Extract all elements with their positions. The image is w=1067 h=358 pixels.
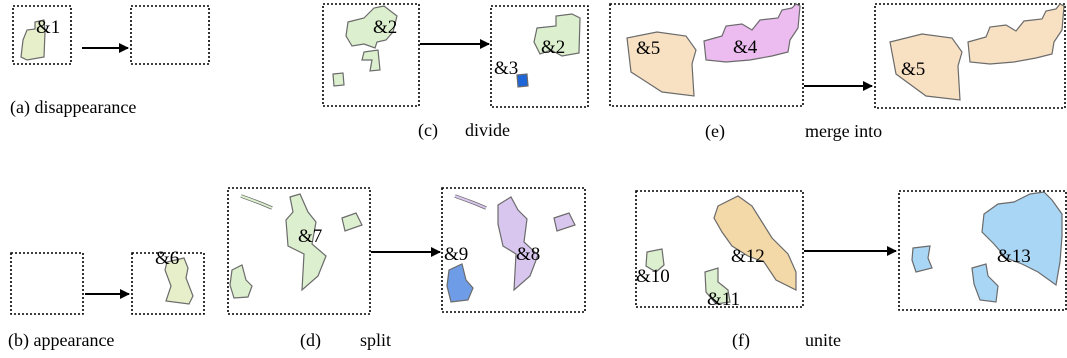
panel-caption-word: merge into — [805, 121, 882, 141]
region-2-large-shape — [345, 5, 398, 49]
region-5-merged-shape — [889, 33, 963, 101]
region-8-shape — [497, 196, 539, 292]
panel-caption-id: (c) — [418, 120, 438, 141]
region-13-main-shape — [981, 191, 1063, 287]
region-label: &2 — [541, 37, 565, 58]
panel-c-divide: &2 &2 &3 (c) divide — [322, 3, 589, 141]
panel-b-appearance: &6 (b) appearance — [8, 248, 205, 351]
region-label: &6 — [155, 248, 179, 269]
region-8-small-shape — [553, 212, 576, 232]
region-label: &2 — [373, 17, 397, 38]
region-10-shape — [645, 248, 665, 273]
region-1-shape — [20, 19, 46, 61]
region-label: &12 — [731, 246, 765, 267]
region-label: &7 — [298, 226, 322, 247]
panel-caption-word: unite — [805, 330, 841, 350]
region-label: &5 — [901, 59, 925, 80]
region-9-shape — [446, 263, 474, 303]
panel-caption-word: split — [360, 330, 391, 350]
region-4-merged-shape — [967, 3, 1065, 65]
panel-caption-word: divide — [465, 120, 510, 140]
region-13-left-shape — [911, 245, 933, 273]
region-label: &4 — [733, 37, 758, 58]
region-7-main-shape — [285, 193, 327, 292]
region-5-shape — [626, 31, 697, 97]
panel-caption: (b) appearance — [8, 330, 114, 351]
before-box-empty — [10, 252, 84, 315]
region-6-shape — [164, 257, 194, 305]
region-8-strip-fill — [454, 195, 487, 209]
region-2-remaining-shape — [533, 13, 581, 57]
region-3-shape — [516, 73, 529, 88]
panel-d-split: &7 &9 &8 (d) split — [227, 187, 586, 351]
panel-e-merge-into: &5 &4 &5 (e) merge into — [609, 3, 1066, 142]
region-label: &1 — [36, 17, 60, 38]
panel-caption: (a) disappearance — [10, 97, 136, 118]
region-label: &13 — [997, 246, 1031, 267]
region-11-shape — [704, 267, 731, 305]
region-label: &3 — [494, 58, 518, 79]
region-label: &9 — [444, 244, 468, 265]
region-7-strip-fill — [240, 195, 273, 209]
panel-caption-id: (f) — [732, 330, 750, 351]
region-2-small-shape — [361, 49, 381, 72]
region-2-tiny-shape — [332, 72, 345, 87]
panel-caption-id: (d) — [300, 330, 321, 351]
region-label: &11 — [707, 289, 740, 310]
region-12-shape — [713, 195, 797, 291]
panel-caption-id: (e) — [705, 121, 725, 142]
region-label: &10 — [636, 266, 670, 287]
panel-a-disappearance: &1 (a) disappearance — [10, 5, 210, 118]
region-7-left-shape — [229, 264, 253, 299]
panel-f-unite: &12 &10 &11 &13 (f) unite — [635, 190, 1067, 351]
region-label: &5 — [636, 38, 660, 59]
region-label: &8 — [516, 244, 540, 265]
region-4-shape — [703, 3, 801, 63]
region-7-small-shape — [341, 212, 363, 232]
region-13-bottom-shape — [971, 263, 999, 303]
after-box-empty — [130, 5, 210, 65]
